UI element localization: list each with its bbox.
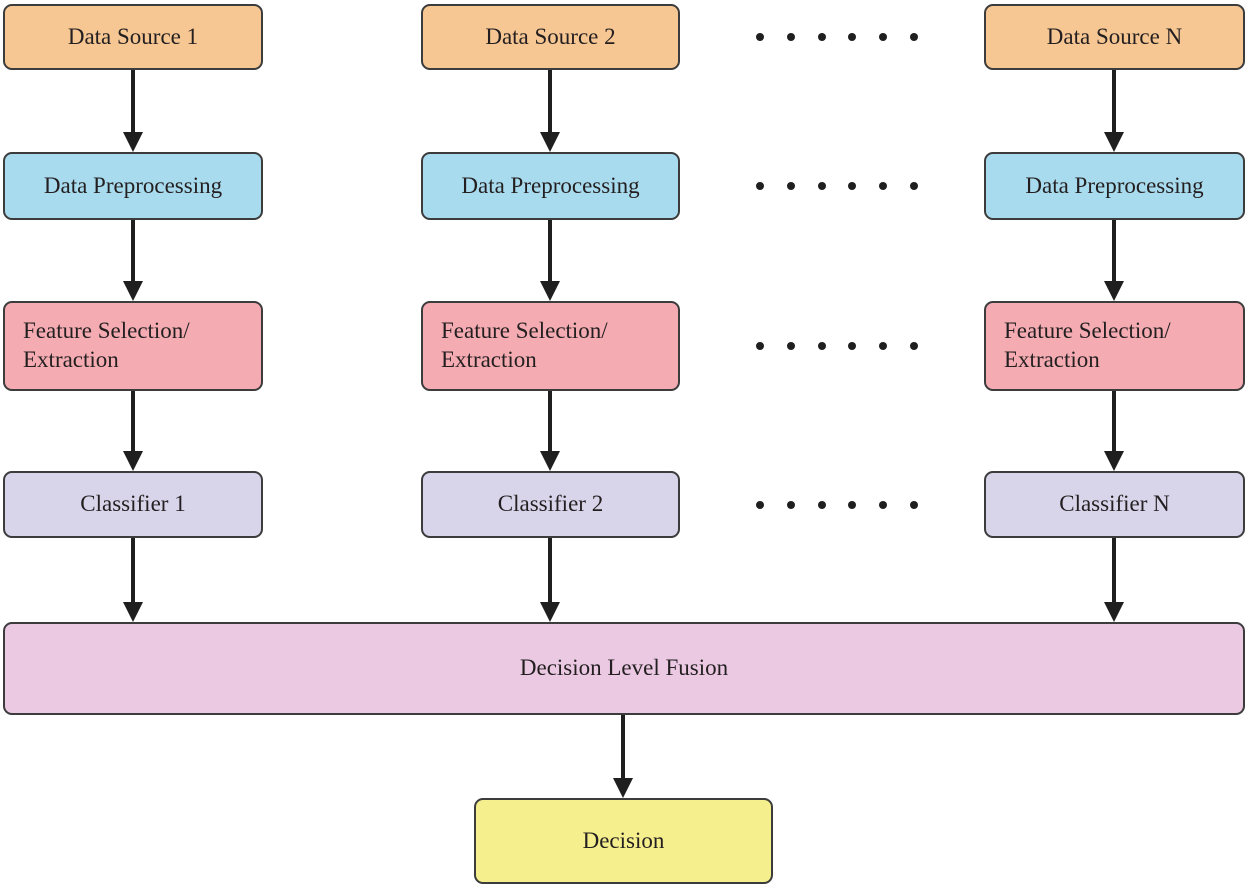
arrow-feature1-to-classifier1 [131,391,135,452]
arrow-classifier1-to-fusion [131,538,135,603]
data-preprocessing-1-box: Data Preprocessing [3,152,263,220]
dot-icon [909,182,918,190]
dot-icon [909,33,918,41]
dot-icon [756,342,764,350]
arrow-source2-to-preproc2 [548,70,552,133]
dot-icon [817,501,826,509]
dot-icon [817,342,826,350]
dot-icon [756,182,764,190]
arrow-featureN-to-classifierN [1112,391,1116,452]
feature-selection-2-box: Feature Selection/ Extraction [421,301,680,391]
arrow-preprocN-to-featureN [1112,220,1116,282]
data-source-2-box: Data Source 2 [421,4,680,70]
classifier-n-box: Classifier N [984,471,1245,538]
ellipsis-dots-source-row [756,33,918,41]
data-preprocessing-2-box: Data Preprocessing [421,152,680,220]
decision-box: Decision [474,798,773,884]
decision-level-fusion-box: Decision Level Fusion [3,622,1245,715]
classifier-2-box: Classifier 2 [421,471,680,538]
dot-icon [817,33,826,41]
arrow-preproc1-to-feature1 [131,220,135,282]
dot-icon [909,501,918,509]
dot-icon [909,342,918,350]
dot-icon [879,182,888,190]
arrow-feature2-to-classifier2 [548,391,552,452]
classifier-1-box: Classifier 1 [3,471,263,538]
arrow-source1-to-preproc1 [131,70,135,133]
dot-icon [817,182,826,190]
data-source-n-box: Data Source N [984,4,1245,70]
data-source-1-box: Data Source 1 [3,4,263,70]
dot-icon [848,33,857,41]
dot-icon [848,501,857,509]
feature-selection-1-box: Feature Selection/ Extraction [3,301,263,391]
arrow-classifierN-to-fusion [1112,538,1116,603]
ellipsis-dots-feature-row [756,342,918,350]
dot-icon [848,342,857,350]
dot-icon [786,342,795,350]
dot-icon [786,33,795,41]
ellipsis-dots-classifier-row [756,501,918,509]
dot-icon [879,342,888,350]
arrow-fusion-to-decision [621,715,625,779]
dot-icon [786,501,795,509]
dot-icon [848,182,857,190]
arrow-classifier2-to-fusion [548,538,552,603]
dot-icon [879,501,888,509]
arrow-preproc2-to-feature2 [548,220,552,282]
data-preprocessing-n-box: Data Preprocessing [984,152,1245,220]
arrow-sourceN-to-preprocN [1112,70,1116,133]
dot-icon [756,33,764,41]
feature-selection-n-box: Feature Selection/ Extraction [984,301,1245,391]
dot-icon [879,33,888,41]
dot-icon [756,501,764,509]
dot-icon [786,182,795,190]
ellipsis-dots-preproc-row [756,182,918,190]
